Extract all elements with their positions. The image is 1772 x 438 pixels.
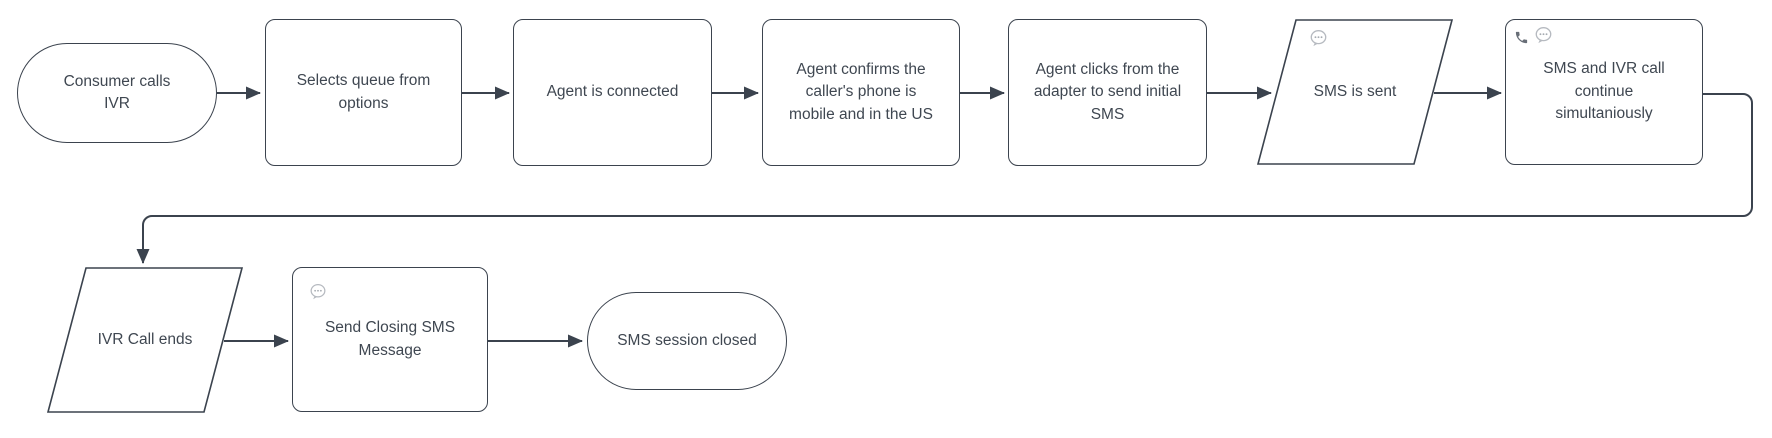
sms-bubble-icon [310, 283, 326, 300]
node-sms-session-closed: SMS session closed [587, 292, 787, 390]
node-label: SMS and IVR call continue simultaniously [1543, 60, 1665, 123]
phone-icon [1515, 31, 1528, 44]
node-label: Send Closing SMS Message [324, 319, 456, 359]
parallelogram-shape [47, 267, 243, 413]
node-sms-ivr-continue: SMS and IVR call continue simultaniously [1505, 19, 1703, 165]
node-label: SMS session closed [617, 331, 757, 349]
node-label: Selects queue from options [296, 72, 431, 112]
node-label: IVR Call ends [97, 330, 193, 348]
node-agent-confirms-mobile: Agent confirms the caller's phone is mob… [762, 19, 960, 166]
node-label: Agent is connected [546, 83, 679, 101]
node-sms-is-sent: SMS is sent [1257, 19, 1453, 165]
sms-bubble-icon [1535, 27, 1552, 44]
node-label: Agent clicks from the adapter to send in… [1033, 60, 1182, 123]
node-agent-clicks-adapter: Agent clicks from the adapter to send in… [1008, 19, 1207, 166]
node-consumer-calls-ivr: Consumer calls IVR [17, 43, 217, 143]
node-label: Agent confirms the caller's phone is mob… [789, 60, 933, 123]
node-agent-connected: Agent is connected [513, 19, 712, 166]
sms-bubble-icon [1310, 30, 1327, 47]
node-ivr-call-ends: IVR Call ends [47, 267, 243, 413]
node-send-closing-sms: Send Closing SMS Message [292, 267, 488, 412]
node-label: SMS is sent [1313, 82, 1397, 100]
node-label: Consumer calls IVR [63, 72, 171, 112]
parallelogram-shape [1257, 19, 1453, 165]
node-selects-queue: Selects queue from options [265, 19, 462, 166]
